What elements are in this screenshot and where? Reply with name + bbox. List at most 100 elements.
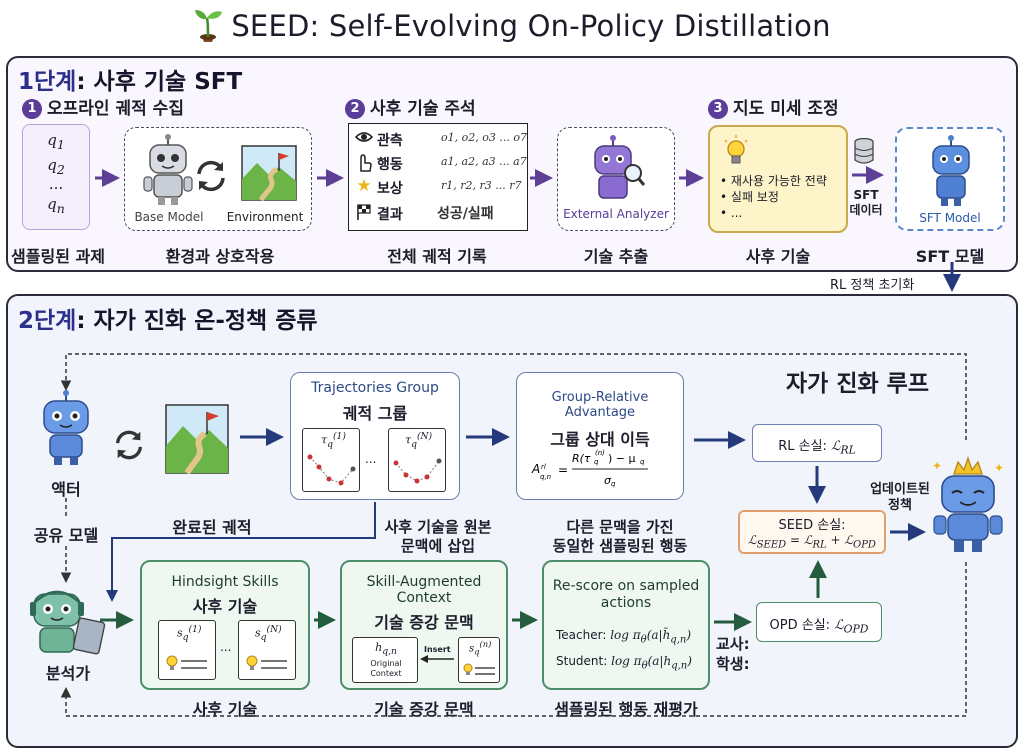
task-ellipsis: ... (48, 175, 64, 193)
page-title: SEED: Self-Evolving On-Policy Distillati… (0, 6, 1024, 49)
rl-init-label: RL 정책 초기화 (830, 278, 915, 293)
seed-loss-box: SEED 손실: ℒSEED = ℒRL + ℒOPD (738, 510, 886, 554)
environment-label: Environment (226, 210, 304, 224)
trajectory-caption: 전체 궤적 기록 (387, 247, 487, 266)
self-evolving-loop-path (60, 353, 967, 717)
environment-landscape-icon-2 (165, 404, 229, 474)
task-q1: q1 (47, 131, 65, 152)
sampled-tasks-caption: 샘플링된 과제 (11, 247, 105, 266)
rescore-box (542, 560, 710, 690)
svg-text:A: A (531, 462, 540, 476)
trajectory-card-1: τq(1) (302, 428, 360, 492)
seed-loss-title: SEED 손실: (778, 518, 846, 533)
hand-icon (355, 154, 373, 176)
inserted-skill-label: sq(n) (469, 639, 492, 657)
external-analyzer-robot-icon (594, 135, 645, 199)
sampled-tasks-box: q1 q2 ... qn (22, 124, 90, 230)
hindsight-skills-card: • 재사용 가능한 전략 • 실패 보정 • ... (708, 125, 848, 233)
seed-loss-formula: ℒSEED = ℒRL + ℒOPD (748, 533, 876, 551)
cycle-icon-2 (116, 430, 142, 460)
trajectory-path-1 (307, 454, 356, 486)
self-evolving-loop-label: 자가 진화 루프 (786, 371, 929, 397)
trajectory-path-n (393, 458, 442, 484)
row-outcome: 결과 성공/실패 (349, 202, 527, 225)
hindsight-en: Hindsight Skills (171, 574, 279, 590)
trajectory-card-n: τq(N) (388, 428, 446, 492)
skill-card-1: sq(1) (158, 620, 216, 680)
actor-robot-icon (43, 390, 89, 465)
rl-loss-box: RL 손실: ℒRL (752, 424, 882, 462)
rescore-caption: 샘플링된 행동 재평가 (554, 700, 698, 719)
cycle-icon (197, 160, 225, 192)
rl-loss-label: RL 손실: ℒRL (778, 439, 856, 457)
hindsight-item-3: • ... (720, 206, 743, 220)
sft-data-label: SFT 데이터 (849, 188, 883, 217)
student-logprob: Student: log πθ(a|hq,n) (556, 654, 692, 672)
svg-text:✦: ✦ (932, 459, 942, 473)
analyzer-robot-icon (30, 590, 106, 655)
original-context-label: Original Context (370, 659, 402, 678)
hindsight-item-1: • 재사용 가능한 전략 (720, 174, 827, 188)
shared-model-label: 공유 모델 (33, 526, 99, 545)
external-analyzer-label: External Analyzer (563, 207, 669, 221)
task-qn: qn (47, 195, 65, 216)
aug-caption: 기술 증강 문맥 (374, 700, 474, 719)
skill-n-label: sq(N) (255, 624, 282, 643)
tau-n-label: τq(N) (405, 431, 433, 450)
svg-text:q: q (594, 458, 599, 466)
aug-ko: 기술 증강 문맥 (374, 613, 474, 632)
svg-text:) − μ: ) − μ (608, 452, 636, 465)
insert-arrow (420, 655, 454, 663)
traj-group-en: Trajectories Group (311, 380, 439, 396)
sft-model-robot-icon (932, 135, 970, 206)
hindsight-caption: 사후 기술 (745, 247, 811, 266)
teacher-student-label: 교사: 학생: (716, 635, 750, 673)
base-model-label: Base Model (134, 210, 204, 224)
skill-ellipsis: ... (220, 640, 232, 654)
skill-extraction-caption: 기술 추출 (583, 247, 649, 266)
eye-icon (354, 130, 374, 148)
inserted-skill-card: sq(n) (458, 637, 500, 683)
stage2-bottom-arrows (100, 560, 827, 631)
sft-model-label: SFT Model (919, 211, 981, 225)
svg-text:✦: ✦ (994, 461, 1004, 475)
aug-en: Skill-Augmented Context (366, 574, 482, 606)
svg-text:(n): (n) (595, 449, 605, 457)
interaction-caption: 환경과 상호작용 (165, 247, 275, 266)
traj-group-ko: 궤적 그룹 (342, 404, 408, 423)
sft-model-caption: SFT 모델 (915, 247, 985, 266)
insert-into-context-note: 사후 기술을 원본 문맥에 삽입 (384, 518, 492, 555)
svg-text:q,n: q,n (540, 473, 551, 481)
tau-1-label: τq(1) (321, 431, 346, 450)
skill-lightbulb-icon (166, 655, 207, 670)
hindsight-ko: 사후 기술 (192, 597, 258, 616)
lightbulb-icon (724, 135, 748, 164)
same-action-note: 다른 문맥을 가진 동일한 샘플링된 행동 (552, 518, 688, 555)
row-reward: ★ 보상 r1, r2, r3 ... r7 (356, 176, 522, 197)
group-relative-advantage-box (516, 372, 684, 500)
inserted-skill-lightbulb-icon (463, 663, 495, 675)
updated-policy-robot-icon: ✦ ✦ (932, 456, 1004, 552)
stage2-title: 2단계: 자가 진화 온-정책 증류 (18, 308, 318, 334)
gra-ko: 그룹 상대 이득 (550, 430, 650, 449)
updated-policy-label: 업데이트된 정책 (870, 482, 930, 513)
environment-landscape-icon (241, 145, 297, 201)
gra-en: Group-Relative Advantage (551, 390, 649, 420)
actor-label: 액터 (51, 480, 81, 499)
svg-text:R(τ: R(τ (572, 452, 591, 465)
original-context-card: hq,n Original Context (352, 637, 418, 683)
advantage-formula: A rl q,n = R(τ q (n) ) − μ q σ q (531, 449, 648, 488)
skill-card-n: sq(N) (238, 620, 296, 680)
trajectory-record-table: 관측 o1, o2, o3 ... o7 행동 a1, a2, a3 ... a… (348, 123, 528, 231)
task-q2: q2 (47, 156, 65, 177)
skill-lightbulb-icon-n (246, 655, 287, 670)
svg-text:rl: rl (541, 463, 546, 471)
traj-ellipsis: ... (365, 452, 377, 466)
teacher-logprob: Teacher: log πθ(a|h̃q,n) (556, 628, 692, 646)
opd-loss-box: OPD 손실: ℒOPD (756, 602, 882, 642)
sprout-icon (193, 6, 223, 49)
skill-1-label: sq(1) (177, 624, 202, 643)
